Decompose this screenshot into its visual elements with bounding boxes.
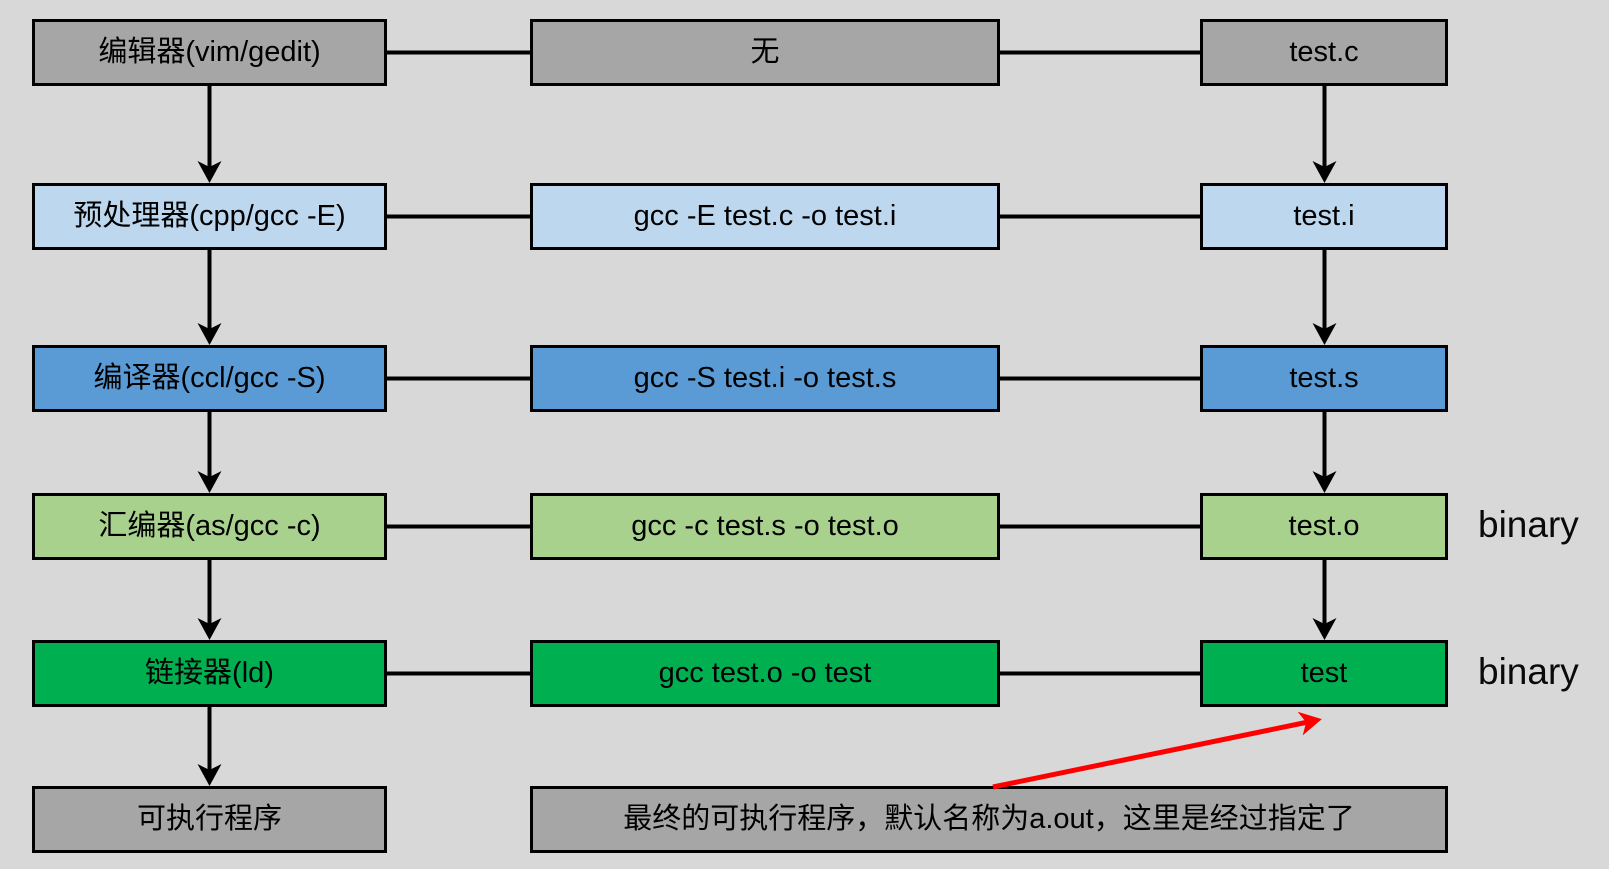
assembler-output-box: test.o: [1200, 493, 1448, 560]
compiler-tool-box: 编译器(ccl/gcc -S): [32, 345, 387, 412]
executable-note-box: 最终的可执行程序，默认名称为a.out，这里是经过指定了: [530, 786, 1448, 853]
preprocessor-output-box: test.i: [1200, 183, 1448, 250]
linker-tool-box: 链接器(ld): [32, 640, 387, 707]
editor-command-box: 无: [530, 19, 1000, 86]
compiler-command-box: gcc -S test.i -o test.s: [530, 345, 1000, 412]
linker-binary-label: binary: [1478, 651, 1579, 692]
editor-tool-box: 编辑器(vim/gedit): [32, 19, 387, 86]
editor-output-box: test.c: [1200, 19, 1448, 86]
linker-output-box: test: [1200, 640, 1448, 707]
compiler-output-box: test.s: [1200, 345, 1448, 412]
assembler-binary-label: binary: [1478, 504, 1579, 545]
executable-box: 可执行程序: [32, 786, 387, 853]
note-to-test-annotation-arrow: [992, 711, 1322, 790]
preprocessor-tool-box: 预处理器(cpp/gcc -E): [32, 183, 387, 250]
assembler-tool-box: 汇编器(as/gcc -c): [32, 493, 387, 560]
preprocessor-command-box: gcc -E test.c -o test.i: [530, 183, 1000, 250]
assembler-command-box: gcc -c test.s -o test.o: [530, 493, 1000, 560]
linker-command-box: gcc test.o -o test: [530, 640, 1000, 707]
